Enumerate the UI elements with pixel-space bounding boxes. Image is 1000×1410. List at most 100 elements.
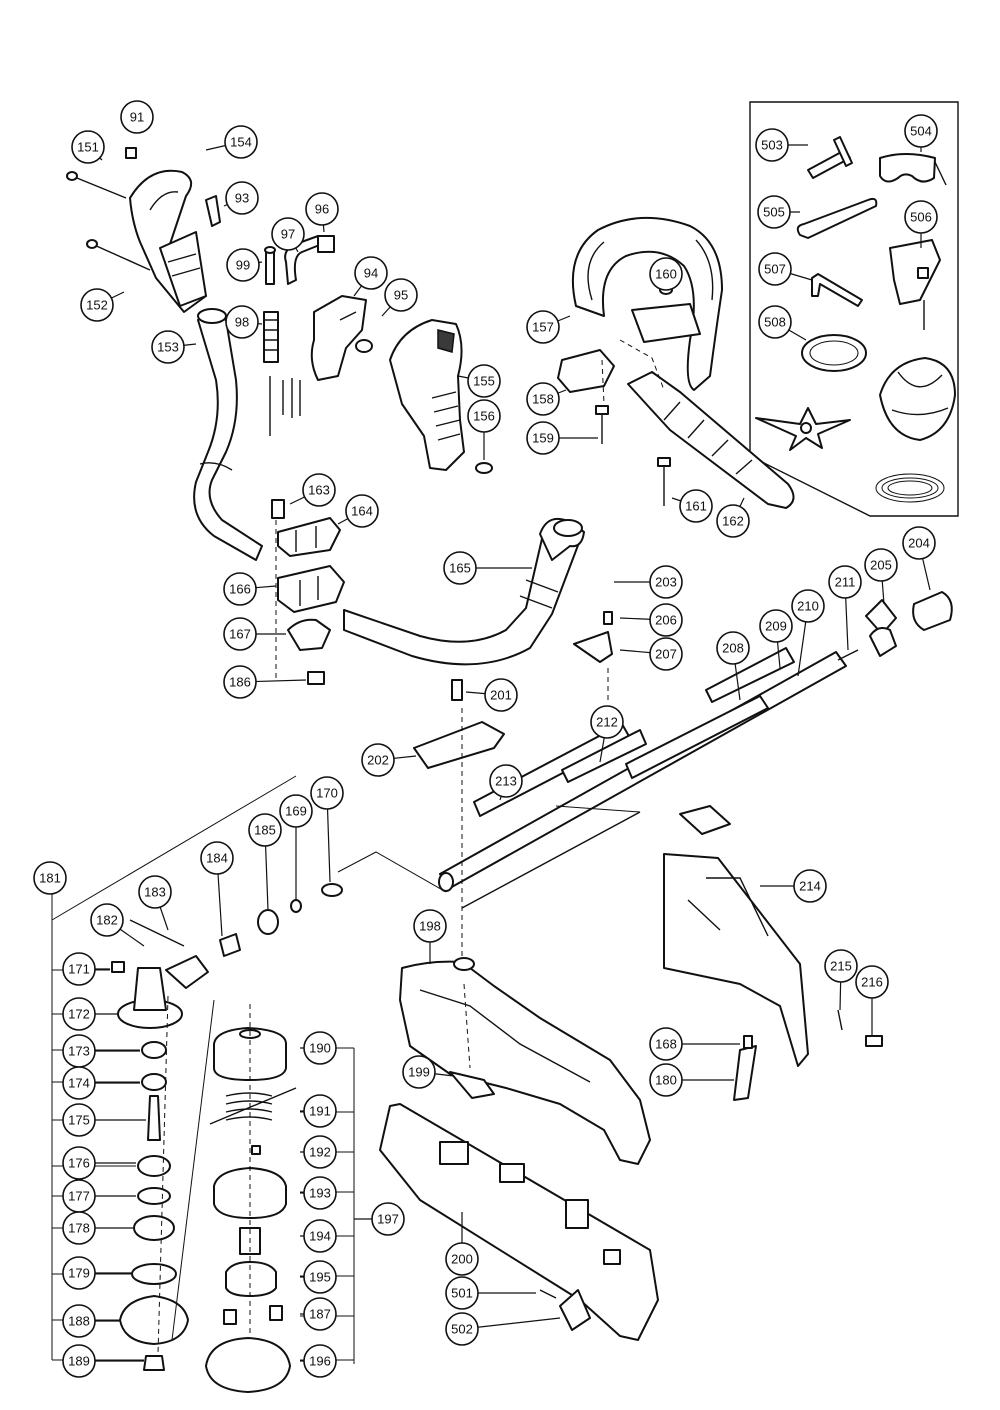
callout-circle-96 bbox=[305, 192, 339, 226]
callout-circle-208 bbox=[716, 631, 750, 665]
callout-193: 193 bbox=[300, 1176, 337, 1210]
callout-label-98: 98 bbox=[235, 315, 249, 330]
callout-circle-202 bbox=[361, 743, 395, 777]
callout-label-504: 504 bbox=[910, 124, 932, 139]
spool-head-parts bbox=[205, 1027, 297, 1393]
bolts-159-part bbox=[595, 405, 671, 506]
callout-172: 172 bbox=[62, 997, 118, 1031]
callout-179: 179 bbox=[62, 1256, 132, 1290]
callout-label-184: 184 bbox=[206, 851, 228, 866]
callout-167: 167 bbox=[223, 617, 286, 651]
callout-circle-98 bbox=[225, 305, 259, 339]
callout-158: 158 bbox=[526, 382, 567, 416]
shaft-gears-part bbox=[129, 883, 343, 957]
callout-98: 98 bbox=[225, 305, 263, 339]
throttle-housing-part bbox=[129, 169, 221, 313]
callout-circle-505 bbox=[757, 195, 791, 229]
callout-184: 184 bbox=[200, 841, 234, 937]
callout-circle-169 bbox=[279, 794, 313, 828]
callout-circle-503 bbox=[755, 128, 789, 162]
callout-label-507: 507 bbox=[764, 262, 786, 277]
bracket-part bbox=[413, 679, 505, 769]
callout-label-200: 200 bbox=[451, 1252, 473, 1267]
shaft-clamp-lower-part bbox=[679, 805, 731, 835]
callout-label-171: 171 bbox=[68, 962, 90, 977]
guard-upper-part bbox=[663, 853, 809, 1067]
callout-178: 178 bbox=[62, 1211, 134, 1245]
callout-199: 199 bbox=[402, 1055, 455, 1089]
callout-label-153: 153 bbox=[157, 340, 179, 355]
callout-label-210: 210 bbox=[797, 599, 819, 614]
callout-label-176: 176 bbox=[68, 1156, 90, 1171]
callout-circle-154 bbox=[224, 125, 258, 159]
callout-circle-186 bbox=[223, 665, 257, 699]
callout-189: 189 bbox=[62, 1344, 144, 1378]
nut-156-part bbox=[475, 462, 493, 474]
callout-163: 163 bbox=[289, 473, 336, 507]
callout-label-91: 91 bbox=[130, 110, 144, 125]
callout-label-191: 191 bbox=[309, 1104, 331, 1119]
callout-label-154: 154 bbox=[230, 135, 252, 150]
callout-label-215: 215 bbox=[830, 959, 852, 974]
callout-506: 506 bbox=[904, 200, 938, 248]
callout-circle-176 bbox=[62, 1146, 96, 1180]
callout-circle-205 bbox=[864, 548, 898, 582]
callout-label-161: 161 bbox=[685, 499, 707, 514]
callout-97: 97 bbox=[271, 217, 305, 253]
callout-label-151: 151 bbox=[77, 140, 99, 155]
callout-label-199: 199 bbox=[408, 1065, 430, 1080]
callout-circle-189 bbox=[62, 1344, 96, 1378]
callout-circle-201 bbox=[484, 678, 518, 712]
callout-166: 166 bbox=[223, 572, 277, 606]
callout-label-164: 164 bbox=[351, 504, 373, 519]
callout-180: 180 bbox=[649, 1063, 734, 1097]
bent-pipe-part bbox=[193, 308, 263, 561]
callout-183: 183 bbox=[138, 875, 172, 931]
callout-circle-213 bbox=[489, 764, 523, 798]
guard-pins-part bbox=[733, 1009, 883, 1101]
callout-213: 213 bbox=[489, 764, 523, 801]
callout-202: 202 bbox=[361, 743, 417, 777]
shaft-clamp-top-part bbox=[573, 611, 613, 663]
callout-circle-507 bbox=[758, 252, 792, 286]
callout-label-216: 216 bbox=[861, 975, 883, 990]
callout-label-182: 182 bbox=[96, 913, 118, 928]
callout-circle-200 bbox=[445, 1242, 479, 1276]
screw-151-part bbox=[66, 171, 127, 199]
callout-circle-192 bbox=[303, 1135, 337, 1169]
callout-circle-195 bbox=[303, 1260, 337, 1294]
callout-153: 153 bbox=[151, 330, 197, 364]
callout-label-167: 167 bbox=[229, 627, 251, 642]
callout-197: 197 bbox=[354, 1202, 405, 1236]
callout-circle-153 bbox=[151, 330, 185, 364]
callout-211: 211 bbox=[828, 565, 862, 651]
callout-label-203: 203 bbox=[655, 575, 677, 590]
callout-206: 206 bbox=[619, 603, 683, 637]
callout-label-192: 192 bbox=[309, 1145, 331, 1160]
callout-circle-504 bbox=[904, 114, 938, 148]
box-wrench-part bbox=[807, 136, 853, 179]
callout-168: 168 bbox=[649, 1027, 740, 1061]
callout-label-156: 156 bbox=[473, 409, 495, 424]
callout-154: 154 bbox=[205, 125, 258, 159]
callout-circle-171 bbox=[62, 952, 96, 986]
clamp-parts bbox=[271, 499, 345, 685]
callout-186: 186 bbox=[223, 665, 307, 699]
callout-508: 508 bbox=[758, 305, 807, 341]
callout-156: 156 bbox=[467, 399, 501, 460]
callout-label-208: 208 bbox=[722, 641, 744, 656]
callout-label-162: 162 bbox=[722, 514, 744, 529]
callout-label-179: 179 bbox=[68, 1266, 90, 1281]
callout-170: 170 bbox=[310, 776, 344, 883]
callout-91: 91 bbox=[120, 100, 154, 134]
callout-circle-502 bbox=[445, 1312, 479, 1346]
callout-label-190: 190 bbox=[309, 1041, 331, 1056]
callout-label-506: 506 bbox=[910, 210, 932, 225]
callout-99: 99 bbox=[226, 248, 263, 282]
callout-196: 196 bbox=[300, 1344, 337, 1378]
callout-215: 215 bbox=[824, 949, 858, 1011]
shoulder-harness-part bbox=[879, 357, 956, 441]
callout-circle-207 bbox=[649, 637, 683, 671]
callout-label-194: 194 bbox=[309, 1229, 331, 1244]
